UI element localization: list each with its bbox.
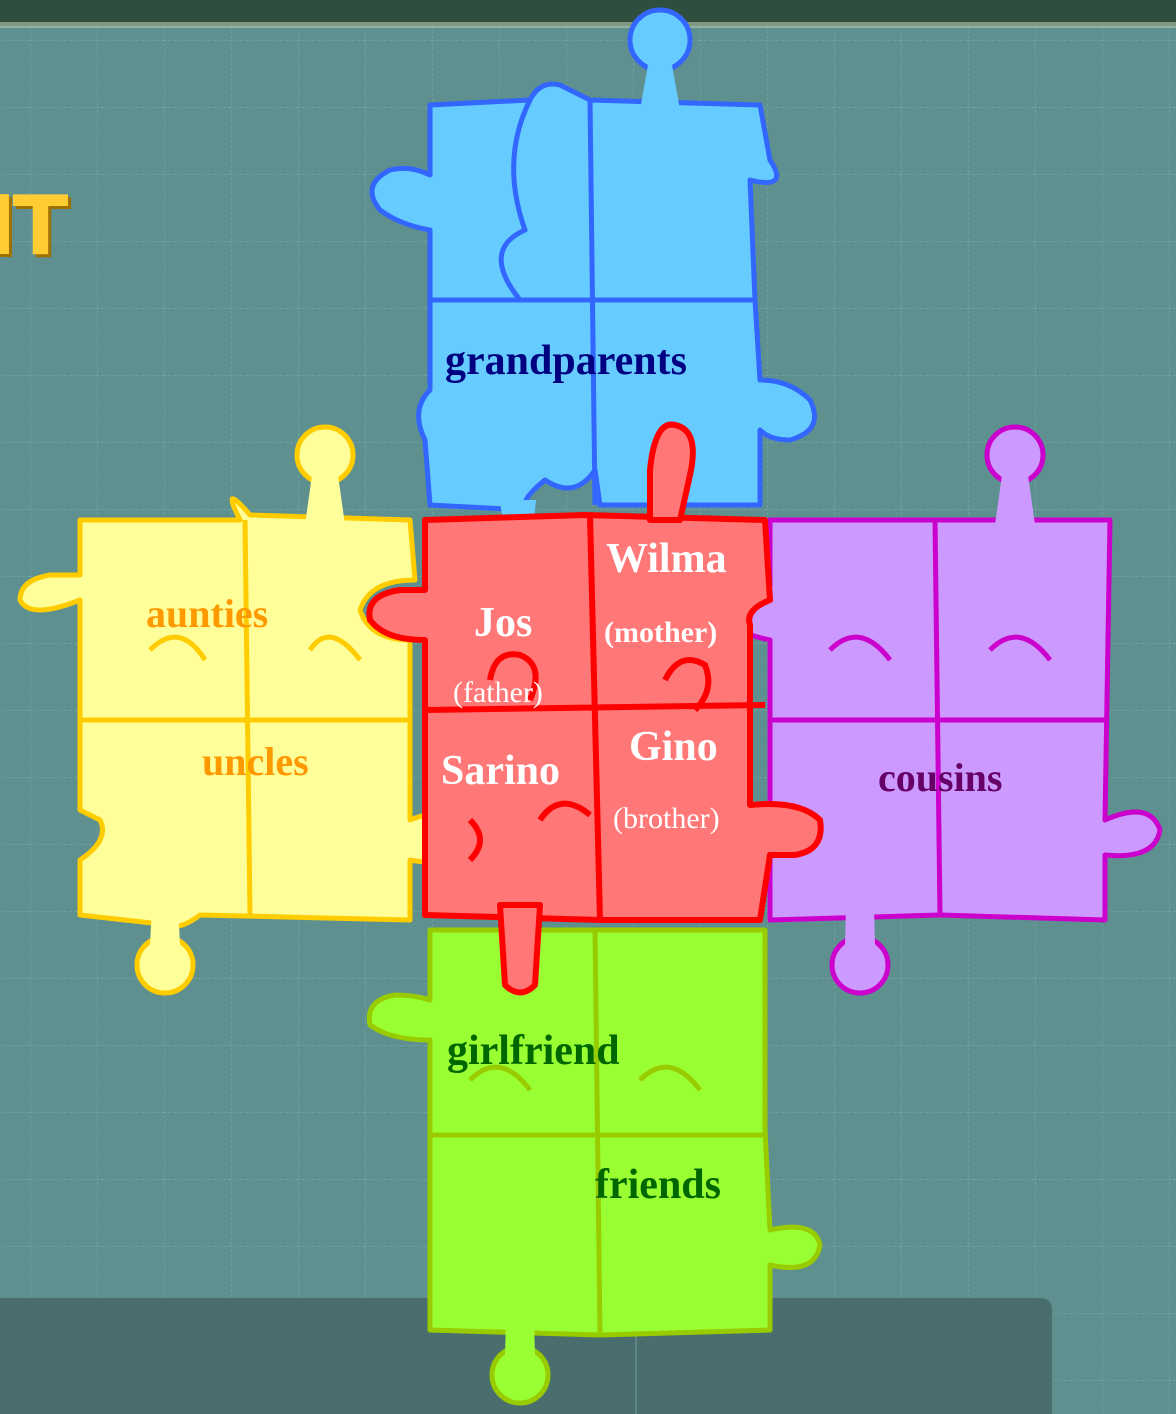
label-gino-role: (brother)	[613, 804, 720, 834]
label-aunties: aunties	[146, 594, 268, 634]
label-girlfriend: girlfriend	[447, 1030, 620, 1072]
label-gino: Gino	[629, 726, 718, 768]
top-strip-edge	[0, 22, 1176, 28]
label-jos-role: (father)	[453, 678, 543, 708]
title-fragment: IT	[0, 186, 64, 268]
label-grandparents: grandparents	[445, 340, 687, 382]
label-friends: friends	[595, 1164, 721, 1206]
label-jos: Jos	[474, 602, 532, 644]
label-uncles: uncles	[202, 742, 309, 782]
label-wilma-role: (mother)	[604, 618, 717, 648]
label-sarino: Sarino	[441, 750, 560, 792]
label-wilma: Wilma	[606, 538, 727, 580]
label-cousins: cousins	[878, 758, 1003, 798]
